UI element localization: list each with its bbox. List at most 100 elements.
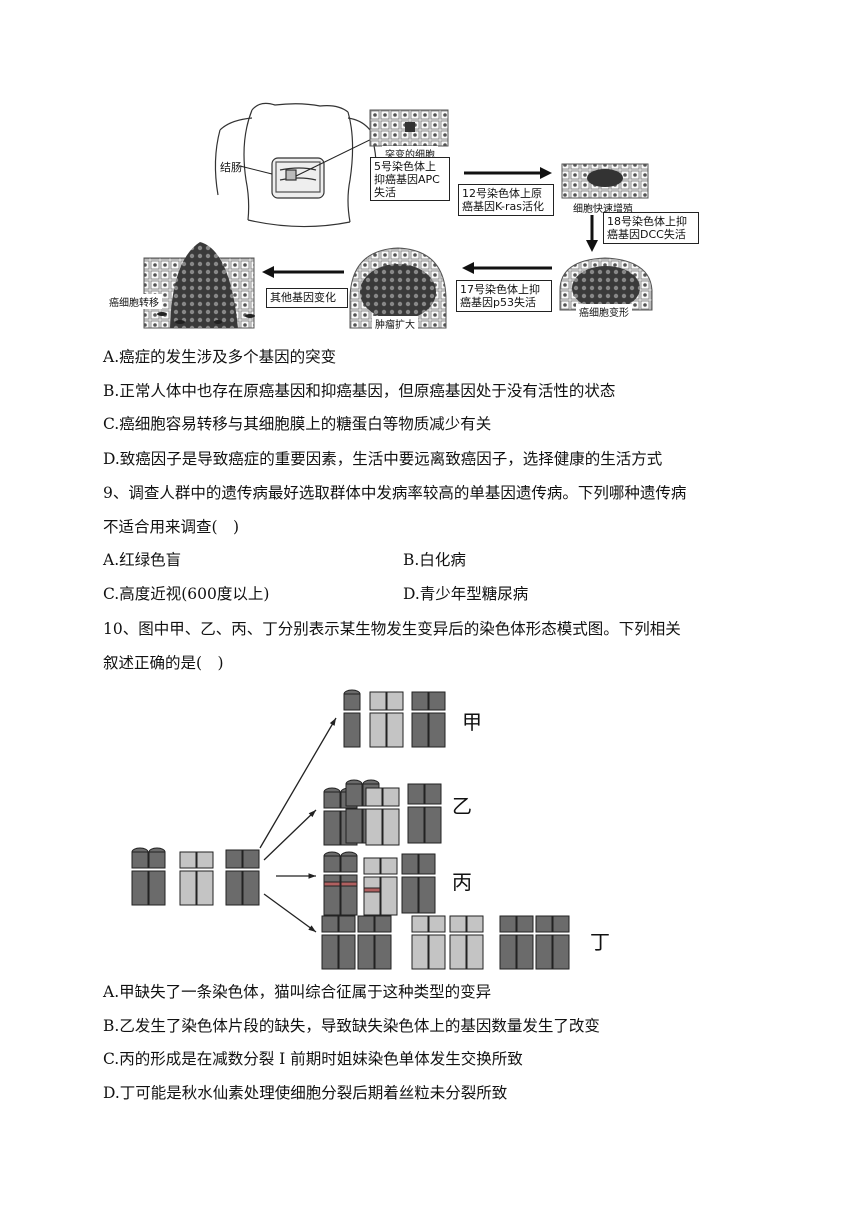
stage2-label: 细胞快速增殖 <box>570 200 636 215</box>
q9-option-c: C.高度近视(600度以上) <box>103 585 270 603</box>
q8-option-d: D.致癌因子是导致癌症的重要因素，生活中要远离致癌因子，选择健康的生活方式 <box>103 450 663 468</box>
chromatid-arm <box>418 853 436 875</box>
chromatid-arm <box>424 806 442 844</box>
q10-stem-line2: 叙述正确的是( ) <box>103 654 224 672</box>
chromatid-arm <box>225 849 243 869</box>
label-bing: 丙 <box>452 870 472 894</box>
chromatid-arm <box>323 874 341 916</box>
stage3-label: 癌细胞变形 <box>576 304 632 319</box>
arrow-to-jia-head <box>329 718 336 726</box>
q10-option-a: A.甲缺失了一条染色体，猫叫综合征属于这种类型的变异 <box>103 983 492 1001</box>
chromatid-band <box>363 887 381 893</box>
chromatid-arm <box>380 876 398 916</box>
label-yi: 乙 <box>452 794 472 818</box>
chromatid-arm <box>323 810 341 846</box>
arrow-to-bing-head <box>308 873 316 879</box>
chromatid-arm <box>345 783 363 807</box>
chromatid-arm <box>340 855 358 873</box>
chromatid-arm <box>499 934 517 970</box>
q8-option-b: B.正常人体中也存在原癌基因和抑癌基因，但原癌基因处于没有活性的状态 <box>103 382 616 400</box>
chromosome-art <box>131 689 570 970</box>
chromatid-arm <box>338 934 356 970</box>
arrow-to-yi-head <box>308 810 316 818</box>
chromatid-arm <box>363 857 381 875</box>
chromatid-arm <box>242 870 260 906</box>
arrow-to-ding <box>263 893 317 933</box>
step3-text: 18号染色体上抑癌基因DCC失活 <box>607 215 687 241</box>
chromatid-arm <box>343 693 361 711</box>
chromatid-band <box>323 881 341 887</box>
chromatid-arm <box>535 934 553 970</box>
chromatid-arm <box>357 915 375 933</box>
chromatid-arm <box>365 787 383 807</box>
stage5-label: 癌细胞转移 <box>106 294 162 309</box>
step1-text: 5号染色体上抑癌基因APC失活 <box>374 160 440 199</box>
cancer-progression-diagram: 结肠 突变的细胞 5号染色体上抑癌基因APC失活 12号染色体上原癌基因K-ra… <box>100 100 760 332</box>
chromosome-diagram: 甲 乙 丙 丁 <box>120 680 640 970</box>
chromatid-band <box>340 881 358 887</box>
stage4-label: 肿瘤扩大 <box>372 316 418 331</box>
chromatid-arm <box>345 808 363 844</box>
chromatid-arm <box>179 851 197 869</box>
chromatid-arm <box>338 915 356 933</box>
arrow-to-yi <box>263 809 317 861</box>
chromatid-arm <box>466 915 484 933</box>
step4-text: 17号染色体上抑癌基因p53失活 <box>460 283 540 309</box>
chromatid-arm <box>466 934 484 970</box>
q10-option-b: B.乙发生了染色体片段的缺失，导致缺失染色体上的基因数量发生了改变 <box>103 1017 600 1035</box>
chromatid-arm <box>411 915 429 933</box>
chromatid-arm <box>369 712 387 748</box>
chromatid-arm <box>449 934 467 970</box>
chromatid-arm <box>407 806 425 844</box>
q9-option-b: B.白化病 <box>403 551 466 569</box>
chromatid-arm <box>407 783 425 805</box>
chromatid-arm <box>323 791 341 809</box>
chromatid-arm <box>411 691 429 711</box>
chromatid-arm <box>369 691 387 711</box>
cancer-diagram-art <box>143 102 653 329</box>
chromatid-arm <box>401 876 419 914</box>
chromatid-arm <box>552 915 570 933</box>
chromatid-arm <box>380 857 398 875</box>
chromatid-arm <box>321 915 339 933</box>
chromatid-arm <box>148 870 166 906</box>
q9-stem-line1: 9、调查人群中的遗传病最好选取群体中发病率较高的单基因遗传病。下列哪种遗传病 <box>103 484 687 502</box>
q9-option-d: D.青少年型糖尿病 <box>403 585 529 603</box>
step1-box: 5号染色体上抑癌基因APC失活 <box>370 157 450 201</box>
chromatid-arm <box>535 915 553 933</box>
chromatid-arm <box>386 712 404 748</box>
chromatid-arm <box>374 934 392 970</box>
chromatid-arm <box>321 934 339 970</box>
chromatid-arm <box>418 876 436 914</box>
arrow-to-jia <box>259 717 337 849</box>
step4-box: 17号染色体上抑癌基因p53失活 <box>456 280 552 312</box>
step2-box: 12号染色体上原癌基因K-ras活化 <box>458 184 554 216</box>
chromatid-arm <box>428 712 446 748</box>
colon-label: 结肠 <box>220 161 242 174</box>
chromatid-arm <box>131 851 149 869</box>
chromatid-arm <box>516 934 534 970</box>
torso-illustration <box>214 102 377 228</box>
q9-option-a: A.红绿色盲 <box>103 551 182 569</box>
chromatid-arm <box>340 874 358 916</box>
chromatid-arm <box>179 870 197 906</box>
chromatid-arm <box>196 851 214 869</box>
chromatid-arm <box>382 787 400 807</box>
arrow-to-ding-head <box>308 925 316 932</box>
chromatid-arm <box>343 712 361 748</box>
chromatid-arm <box>382 808 400 846</box>
q8-option-a: A.癌症的发生涉及多个基因的突变 <box>103 348 337 366</box>
chromatid-arm <box>365 808 383 846</box>
chromatid-arm <box>428 915 446 933</box>
label-ding: 丁 <box>590 930 610 954</box>
q9-stem-line2: 不适合用来调查( ) <box>103 518 240 536</box>
chromatid-arm <box>411 934 429 970</box>
chromatid-arm <box>148 851 166 869</box>
chromatid-arm <box>516 915 534 933</box>
chromatid-arm <box>242 849 260 869</box>
chromatid-arm <box>428 691 446 711</box>
chromatid-arm <box>449 915 467 933</box>
chromatid-arm <box>225 870 243 906</box>
chromatid-arm <box>196 870 214 906</box>
label-jia: 甲 <box>462 710 482 734</box>
